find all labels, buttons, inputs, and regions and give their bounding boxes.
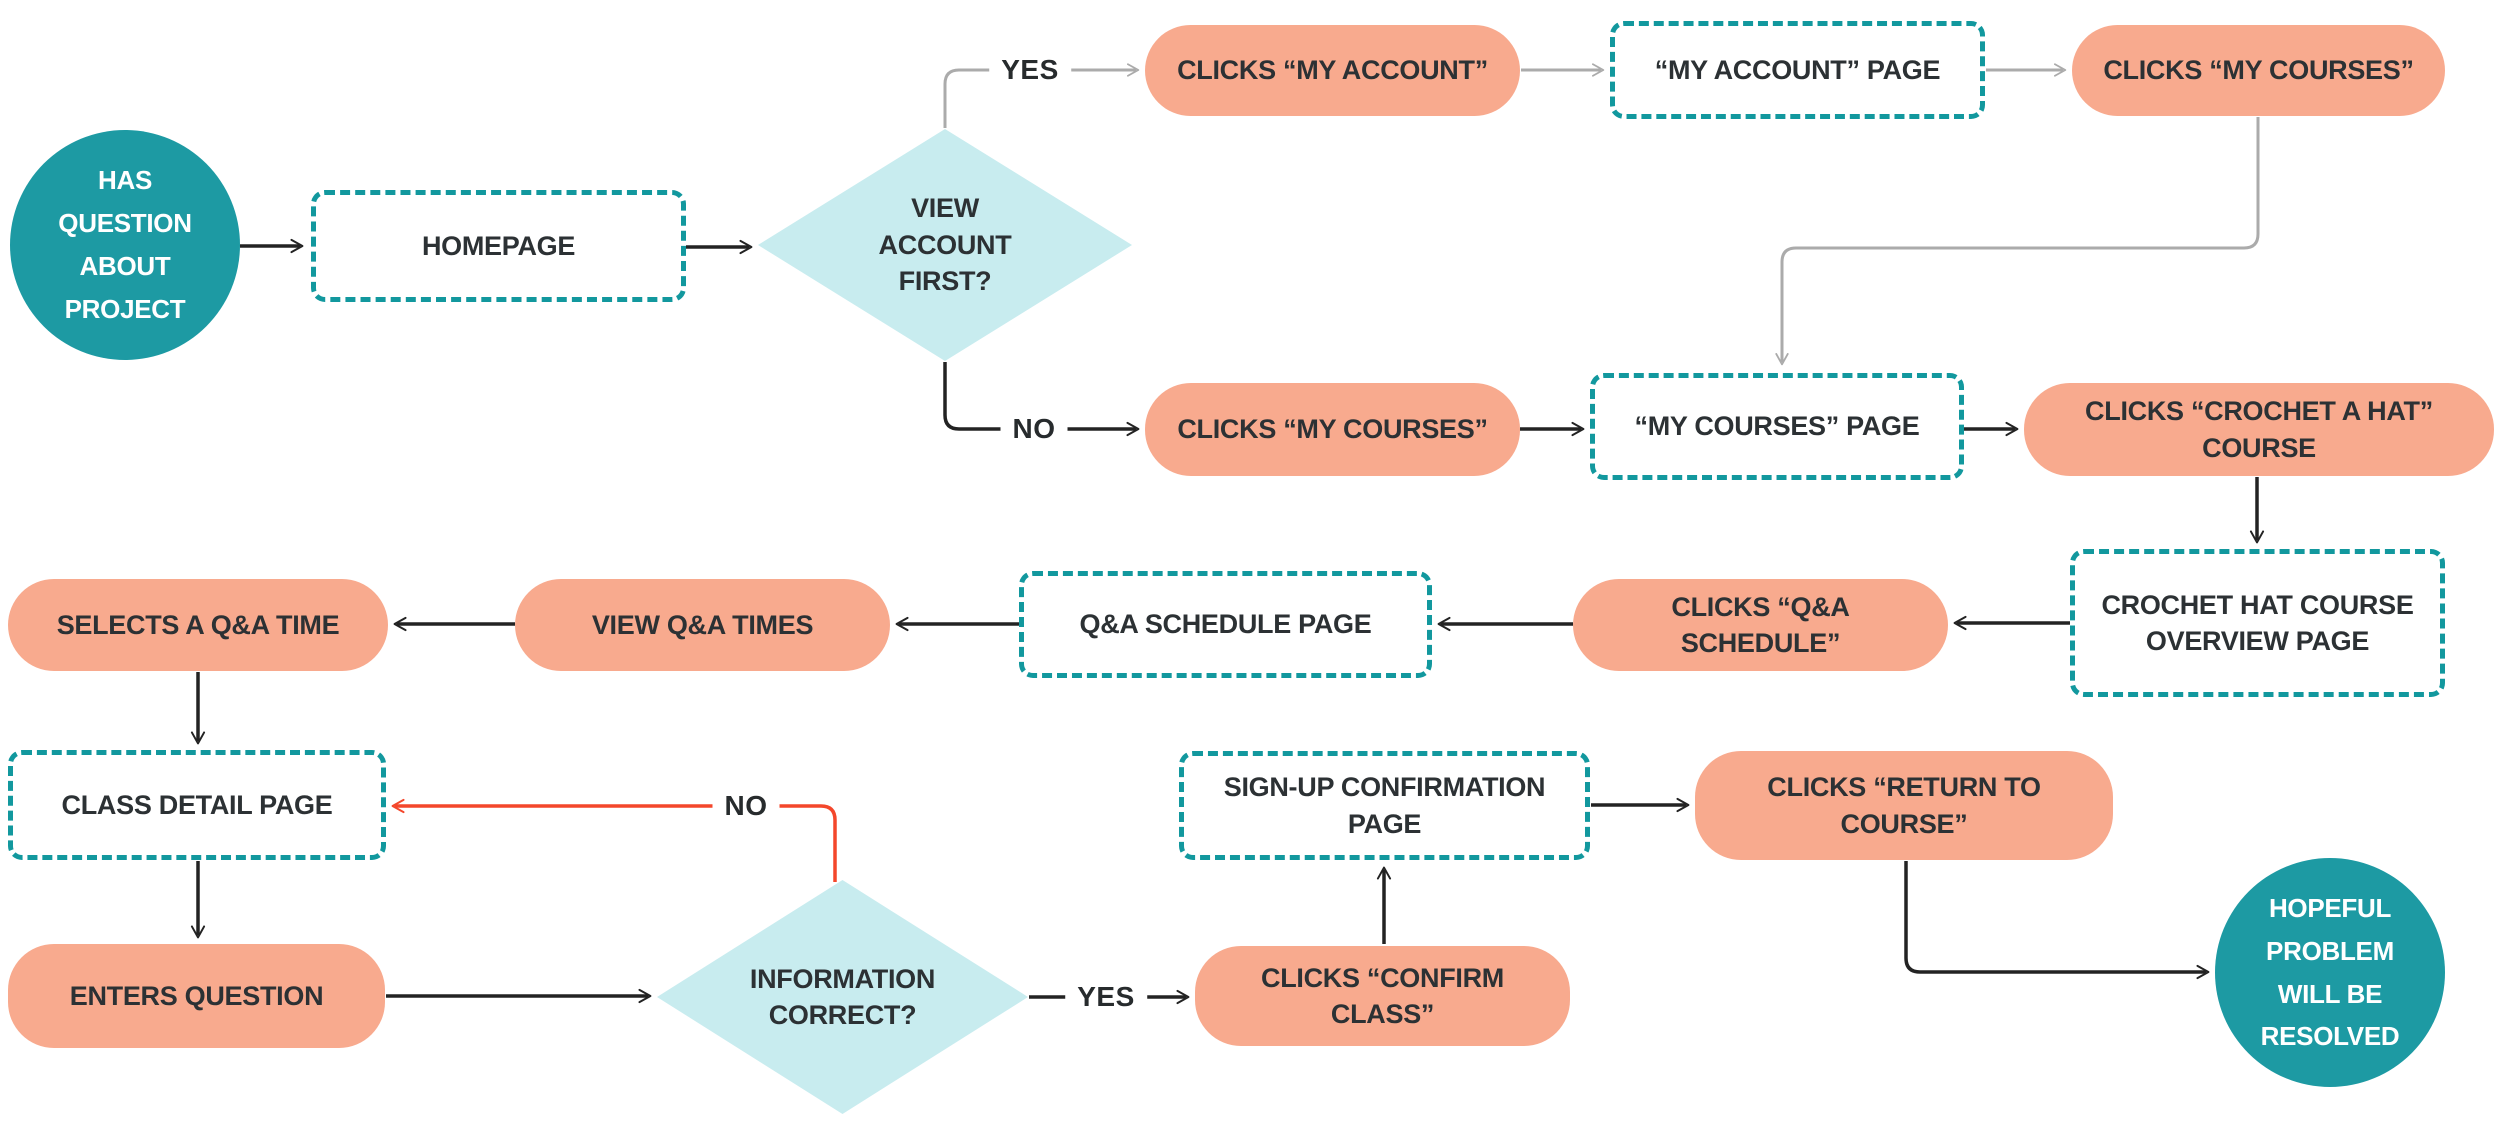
node-qa-schedule-page: Q&A SCHEDULE PAGE bbox=[1019, 571, 1432, 678]
node-label: CLICKS “Q&A SCHEDULE” bbox=[1671, 591, 1850, 658]
node-clicks-my-courses: CLICKS “MY COURSES” bbox=[1145, 383, 1520, 476]
edge-decision-no-to-class-detail bbox=[391, 798, 837, 882]
node-start-has-question: HAS QUESTION ABOUT PROJECT bbox=[10, 130, 240, 360]
node-view-qa-times: VIEW Q&A TIMES bbox=[515, 579, 890, 671]
node-enters-question: ENTERS QUESTION bbox=[8, 944, 385, 1048]
edge-label-yes-account: YES bbox=[989, 52, 1071, 88]
node-label: Q&A SCHEDULE PAGE bbox=[1079, 609, 1372, 640]
node-label: CLASS DETAIL PAGE bbox=[61, 789, 333, 820]
edge-label-yes-information: YES bbox=[1065, 979, 1147, 1015]
node-clicks-return-to-course: CLICKS “RETURN TO COURSE” bbox=[1695, 751, 2113, 860]
node-clicks-qa-schedule: CLICKS “Q&A SCHEDULE” bbox=[1573, 579, 1948, 671]
node-label: HOMEPAGE bbox=[421, 230, 576, 261]
node-label: ENTERS QUESTION bbox=[69, 980, 324, 1011]
node-selects-a-qa-time: SELECTS A Q&A TIME bbox=[8, 579, 388, 671]
node-label: CLICKS “MY ACCOUNT” bbox=[1177, 55, 1488, 86]
node-label: CLICKS “CONFIRM CLASS” bbox=[1261, 962, 1504, 1029]
node-label: HAS QUESTION ABOUT PROJECT bbox=[58, 165, 192, 324]
node-my-account-page: “MY ACCOUNT” PAGE bbox=[1610, 21, 1985, 119]
node-crochet-hat-course-overview-page: CROCHET HAT COURSE OVERVIEW PAGE bbox=[2070, 549, 2445, 697]
node-my-courses-page: “MY COURSES” PAGE bbox=[1590, 373, 1964, 480]
node-clicks-my-account: CLICKS “MY ACCOUNT” bbox=[1145, 25, 1520, 116]
node-signup-confirmation-page: SIGN-UP CONFIRMATION PAGE bbox=[1179, 751, 1590, 860]
node-label: CLICKS “MY COURSES” bbox=[2103, 55, 2414, 86]
node-label: “MY COURSES” PAGE bbox=[1634, 411, 1920, 442]
node-label: CLICKS “CROCHET A HAT” COURSE bbox=[2085, 396, 2433, 463]
edge-return-to-course-to-end bbox=[1904, 861, 2210, 980]
node-label: HOPEFUL PROBLEM WILL BE RESOLVED bbox=[2260, 892, 2400, 1052]
node-clicks-crochet-a-hat-course: CLICKS “CROCHET A HAT” COURSE bbox=[2024, 383, 2494, 476]
node-clicks-my-courses-top: CLICKS “MY COURSES” bbox=[2072, 25, 2445, 116]
edge-decision-yes-to-clicks-my-account bbox=[943, 63, 1140, 128]
node-class-detail-page: CLASS DETAIL PAGE bbox=[8, 750, 386, 860]
node-homepage: HOMEPAGE bbox=[311, 190, 686, 302]
node-label: CLICKS “RETURN TO COURSE” bbox=[1767, 772, 2041, 839]
node-label: INFORMATION CORRECT? bbox=[749, 963, 936, 1030]
edge-decision-no-to-clicks-my-courses bbox=[943, 362, 1140, 437]
node-label: SELECTS A Q&A TIME bbox=[56, 609, 340, 640]
node-end-problem-resolved: HOPEFUL PROBLEM WILL BE RESOLVED bbox=[2215, 858, 2445, 1087]
node-label: CROCHET HAT COURSE OVERVIEW PAGE bbox=[2101, 589, 2414, 656]
edge-clicks-my-courses-top-to-my-courses-page bbox=[1775, 117, 2260, 366]
node-label: CLICKS “MY COURSES” bbox=[1177, 414, 1488, 445]
node-label: SIGN-UP CONFIRMATION PAGE bbox=[1223, 772, 1546, 839]
node-clicks-confirm-class: CLICKS “CONFIRM CLASS” bbox=[1195, 946, 1570, 1046]
node-label: VIEW Q&A TIMES bbox=[591, 609, 814, 640]
node-label: “MY ACCOUNT” PAGE bbox=[1654, 54, 1941, 85]
node-label: VIEW ACCOUNT FIRST? bbox=[878, 193, 1012, 297]
edge-label-no-account: NO bbox=[1000, 411, 1068, 447]
edge-label-no-information: NO bbox=[712, 788, 780, 824]
